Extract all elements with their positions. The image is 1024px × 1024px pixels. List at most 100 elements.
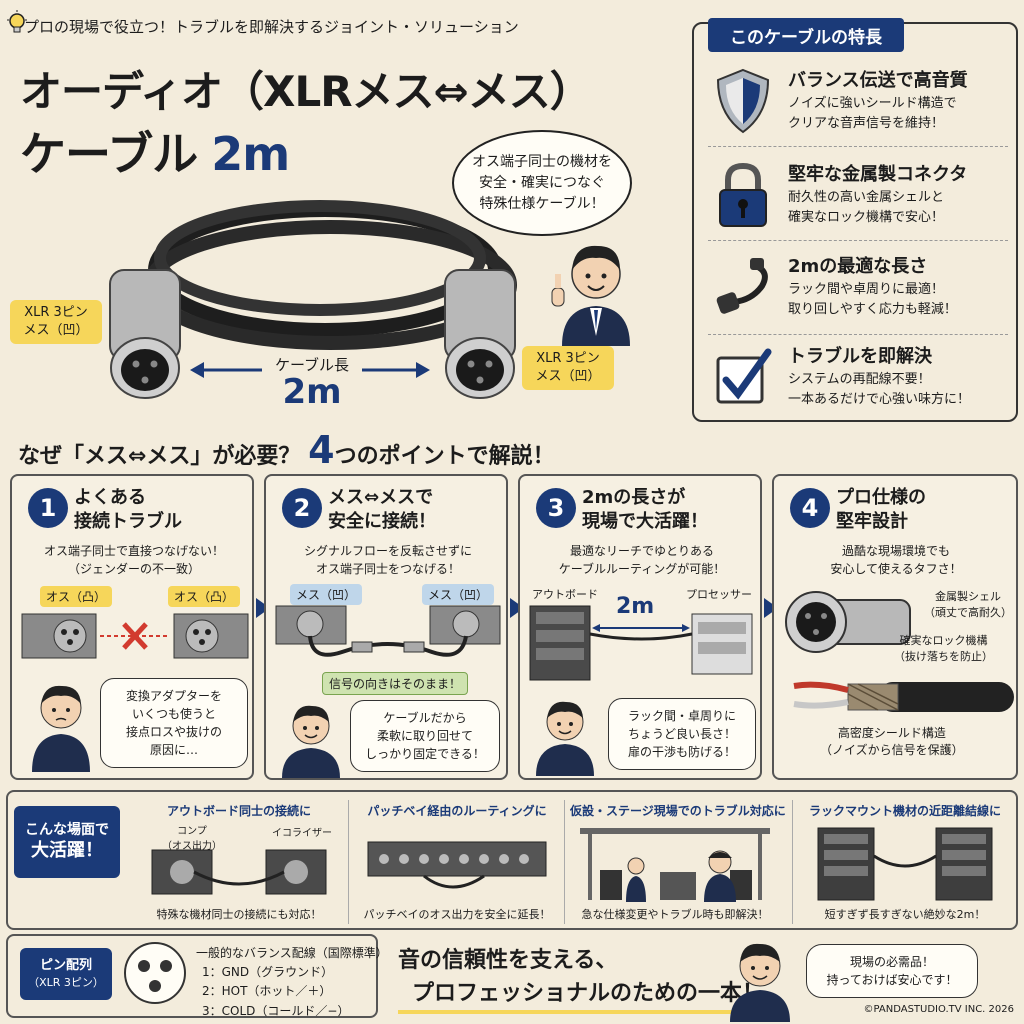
patchbay-illustration [367, 841, 547, 889]
device-label: イコライザー [272, 828, 332, 839]
device-label: コンプ （オス出力） [162, 826, 222, 852]
connector-label: オス（凸） [40, 586, 113, 607]
point-number: 1 [28, 488, 68, 528]
point-title: 2mの長さが 現場で大活躍！ [582, 487, 708, 533]
point-desc: 過酷な現場環境でも 安心して使えるタフさ！ [830, 544, 962, 576]
usage-case-title: パッチベイ経由のルーティングに [367, 804, 547, 818]
usage-badge-line1: こんな場面で [25, 822, 109, 839]
male-connectors-mismatch [21, 613, 249, 659]
point-desc: 最適なリーチでゆとりある ケーブルルーティングが可能！ [558, 544, 726, 576]
divider [792, 800, 793, 924]
shielded-cable-cross-section [793, 681, 1014, 712]
connector-label: メス（凹） [422, 584, 495, 605]
slogan-line2: プロフェッショナルのための一本！ [398, 977, 765, 1014]
footer-slogan: 音の信頼性を支える、 プロフェッショナルのための一本！ [398, 944, 765, 1014]
pinout-panel [6, 934, 378, 1018]
title-product-name: ケーブル [20, 127, 198, 181]
left-connector [109, 269, 181, 399]
usage-case: アウトボード同士の接続に コンプ （オス出力） イコライザー 特殊な機材同士の接… [134, 798, 344, 926]
slogan-line1: 音の信頼性を支える、 [398, 948, 618, 973]
feature-desc: システムの再配線不要！ 一本あるだけで心強い味方に！ [788, 372, 971, 408]
pinout-badge-line1: ピン配列 [39, 958, 92, 974]
point-number: 2 [282, 488, 322, 528]
tagline: プロの現場で役立つ！トラブルを即解決するジョイント・ソリューション [24, 18, 519, 36]
point-title: メス⇔メスで 安全に接続！ [328, 487, 436, 533]
hero-speech-bubble: オス端子同士の機材を 安全・確実につなぐ 特殊仕様ケーブル！ [452, 130, 632, 236]
usage-case: ラックマウント機材の近距離結線に 短すぎず長すぎない絶妙な2m！ [800, 798, 1010, 926]
point-desc: オス端子同士で直接つなげない！ （ジェンダーの不一致） [43, 544, 224, 576]
usage-panel [6, 790, 1018, 930]
reach-length: 2m [616, 594, 655, 619]
section-heading: なぜ「メス⇔メス」が必要？ 4つのポイントで解説！ [18, 428, 555, 472]
metal-connector-closeup [785, 591, 911, 653]
pin-item: 3：COLD（コールド／−） [202, 1003, 350, 1018]
pinout-badge: ピン配列 （XLR 3ピン） [20, 948, 112, 1000]
point-card-1: 1 よくある 接続トラブル オス端子同士で直接つなげない！ （ジェンダーの不一致… [10, 474, 254, 780]
female-cable-connection [275, 605, 501, 657]
connector-label: オス（凸） [168, 586, 241, 607]
pin-item: 1：GND（グラウンド） [202, 965, 334, 980]
left-connector-tag: XLR 3ピン メス（凹） [10, 300, 102, 345]
presenter-character [536, 701, 594, 776]
point-desc: シグナルフローを反転させずに オス端子同士をつなげる！ [303, 544, 472, 576]
connector-label: メス（凹） [290, 584, 363, 605]
features-heading: このケーブルの特長 [708, 18, 904, 52]
usage-case-title: アウトボード同士の接続に [166, 804, 311, 818]
feature-title: バランス伝送で高音質 [788, 70, 968, 91]
signal-direction-note: 信号の向きはそのまま！ [322, 672, 469, 695]
divider [564, 800, 565, 924]
feature-item: トラブルを即解決 システムの再配線不要！ 一本あるだけで心強い味方に！ [706, 342, 1012, 418]
feature-desc: ノイズに強いシールド構造で クリアな音声信号を維持！ [788, 96, 957, 132]
section-heading-prefix: なぜ「メス⇔メス」が必要？ [18, 444, 301, 469]
feature-item: 堅牢な金属製コネクタ 耐久性の高い金属シェルと 確実なロック機構で安心！ [706, 160, 1012, 236]
rack-mount-illustration [817, 827, 993, 901]
feature-item: バランス伝送で高音質 ノイズに強いシールド構造で クリアな音声信号を維持！ [706, 66, 1012, 142]
feature-desc: 耐久性の高い金属シェルと 確実なロック機構で安心！ [788, 190, 945, 226]
section-heading-suffix: つのポイントで解説！ [334, 444, 555, 469]
right-connector [444, 269, 516, 399]
feature-desc: ラック間や卓周りに最適！ 取り回しやすく応力も軽減！ [788, 282, 957, 318]
point-card-3: 3 2mの長さが 現場で大活躍！ 最適なリーチでゆとりある ケーブルルーティング… [518, 474, 762, 780]
padlock-icon [719, 162, 767, 227]
point-card-2: 2 メス⇔メスで 安全に接続！ シグナルフローを反転させずに オス端子同士をつな… [264, 474, 508, 780]
copyright: ©PANDASTUDIO.TV INC. 2026 [863, 1004, 1015, 1015]
divider [708, 146, 1008, 147]
point-speech-bubble: ケーブルだから 柔軟に取り回せて しっかり固定できる！ [350, 700, 500, 772]
point-speech-bubble: ラック間・卓周りに ちょうど良い長さ！ 扉の干渉も防げる！ [608, 698, 756, 770]
usage-case-title: 仮設・ステージ現場でのトラブル対応に [570, 804, 786, 818]
pinout-badge-line2: （XLR 3ピン） [28, 976, 104, 990]
callout-shield-structure: 高密度シールド構造 （ノイズから信号を保護） [820, 726, 964, 757]
worried-character [32, 685, 90, 772]
usage-badge-line2: 大活躍！ [31, 840, 103, 862]
title-length: 2m [211, 127, 290, 181]
pinout-list: 一般的なバランス配線（国際標準） 1：GND（グラウンド） 2：HOT（ホット／… [196, 944, 388, 1021]
callout-metal-shell: 金属製シェル （頑丈で高耐久） [924, 590, 1012, 619]
divider [708, 240, 1008, 241]
point-card-4: 4 プロ仕様の 堅牢設計 過酷な現場環境でも 安心して使えるタフさ！ 金属製シェ… [772, 474, 1018, 780]
xlr-pin-diagram-icon [124, 942, 186, 1004]
point-speech-bubble: 変換アダプターを いくつも使うと 接点ロスや抜けの 原因に… [100, 678, 248, 768]
divider [348, 800, 349, 924]
feature-title: 2mの最適な長さ [788, 256, 928, 277]
usage-case-footer: 急な仕様変更やトラブル時も即解決！ [581, 908, 769, 921]
usage-badge: こんな場面で 大活躍！ [14, 806, 120, 878]
length-label: ケーブル長 [262, 354, 362, 375]
checkbox-icon [716, 348, 772, 404]
shield-icon [716, 68, 770, 134]
point-number: 4 [790, 488, 830, 528]
callout-lock-mechanism: 確実なロック機構 （抜け落ちを防止） [894, 634, 993, 663]
usage-case-title: ラックマウント機材の近距離結線に [808, 804, 1001, 818]
point-title: プロ仕様の 堅牢設計 [836, 487, 926, 533]
device-label: プロセッサー [686, 588, 752, 601]
pinout-heading: 一般的なバランス配線（国際標準） [196, 946, 388, 960]
usage-case: パッチベイ経由のルーティングに パッチベイのオス出力を安全に延長！ [352, 798, 562, 926]
presenter-character [551, 245, 630, 346]
length-value: 2m [282, 372, 342, 412]
usage-case-footer: 短すぎず長すぎない絶妙な2m！ [824, 908, 986, 921]
right-connector-tag: XLR 3ピン メス（凹） [522, 346, 614, 391]
usage-case-footer: 特殊な機材同士の接続にも対応！ [156, 908, 322, 921]
section-heading-number: 4 [308, 428, 335, 472]
presenter-character [730, 943, 790, 1022]
rack-to-rack-illustration [529, 605, 753, 681]
